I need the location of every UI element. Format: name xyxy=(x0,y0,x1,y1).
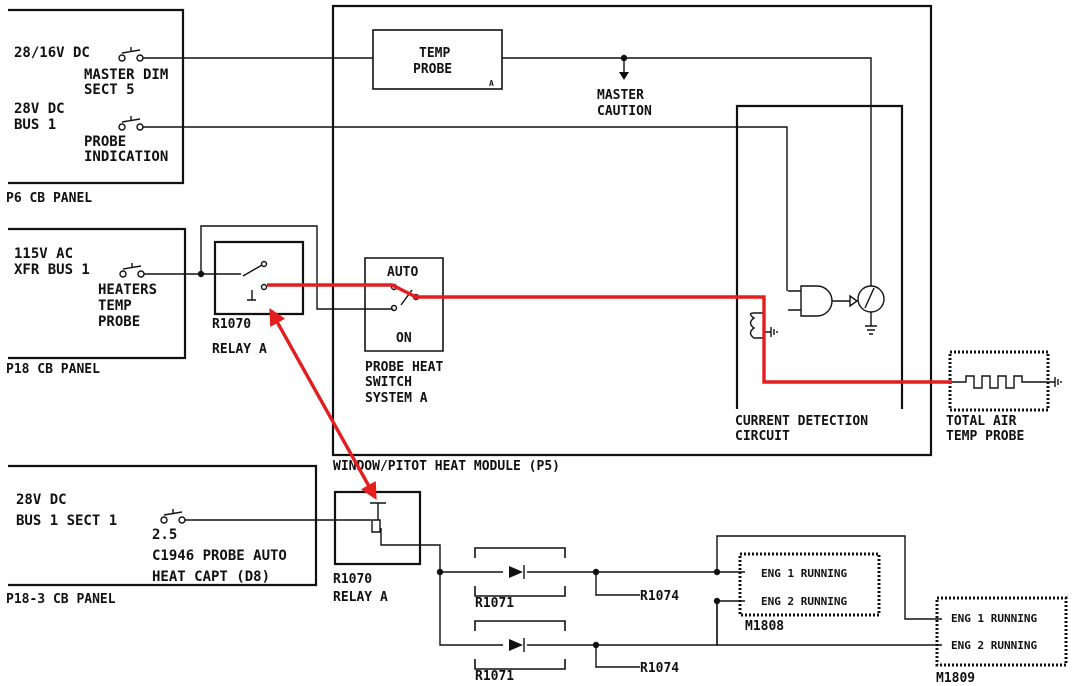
switch-auto-label: AUTO xyxy=(387,265,418,280)
highlighted-heat-path xyxy=(267,283,952,500)
temp-probe-box: TEMP PROBE A xyxy=(372,29,503,90)
cdc-label-line2: CIRCUIT xyxy=(735,429,790,444)
diode-group-upper: R1071 R1074 xyxy=(474,547,679,611)
diode-group-lower: R1071 R1074 xyxy=(474,620,679,684)
tat-probe-label-line1: TOTAL AIR xyxy=(946,414,1017,429)
diode-lower-label: R1071 xyxy=(475,669,514,684)
p18-source-line2: XFR BUS 1 xyxy=(14,262,90,278)
p6-cb1-label-line2: SECT 5 xyxy=(84,82,135,98)
m1809-module: ENG 1 RUNNING ENG 2 RUNNING M1809 xyxy=(935,596,1068,686)
heater-element-icon xyxy=(950,375,1055,389)
diode-upper-icon xyxy=(509,566,523,578)
switch-on-label: ON xyxy=(396,331,412,346)
p18-cb-label-line2: TEMP xyxy=(98,298,132,314)
p18-3-cb-rating: 2.5 xyxy=(152,527,177,543)
p18-3-cb-panel: 28V DC BUS 1 SECT 1 2.5 C1946 PROBE AUTO… xyxy=(6,464,318,607)
p6-cb2-label-line2: INDICATION xyxy=(84,149,168,165)
diode-upper-label: R1071 xyxy=(475,596,514,611)
resistor-lower-label: R1074 xyxy=(640,661,679,676)
p6-source1-label: 28/16V DC xyxy=(14,45,90,61)
p6-panel-label: P6 CB PANEL xyxy=(6,191,92,206)
relay-link-arrow-icon xyxy=(269,308,377,500)
temp-probe-tag: A xyxy=(489,79,494,88)
diode-lower-icon xyxy=(509,639,523,651)
p18-cb-label-line3: PROBE xyxy=(98,314,140,330)
temp-probe-label-line2: PROBE xyxy=(413,62,452,77)
current-sense-coil-icon xyxy=(749,312,778,339)
module-label: WINDOW/PITOT HEAT MODULE (P5) xyxy=(333,459,560,474)
probe-auto-heat-breaker-icon xyxy=(160,509,186,524)
p18-cb-panel: 115V AC XFR BUS 1 HEATERS TEMP PROBE P18… xyxy=(6,227,187,377)
resistor-upper-label: R1074 xyxy=(640,589,679,604)
caution-relay-icon xyxy=(849,285,885,335)
probe-indication-breaker-icon xyxy=(118,116,144,131)
and-gate-icon xyxy=(800,285,833,317)
master-dim-breaker-icon xyxy=(118,47,144,62)
p18-panel-label: P18 CB PANEL xyxy=(6,362,100,377)
cdc-label-line1: CURRENT DETECTION xyxy=(735,414,868,429)
switch-label-line1: PROBE HEAT xyxy=(365,360,443,375)
m1808-module: ENG 1 RUNNING ENG 2 RUNNING M1808 xyxy=(738,552,881,634)
temp-probe-label-line1: TEMP xyxy=(419,46,450,61)
p18-3-cb-label-line2: HEAT CAPT (D8) xyxy=(152,569,270,585)
p6-cb2-label-line1: PROBE xyxy=(84,134,126,150)
current-detection-circuit: CURRENT DETECTION CIRCUIT xyxy=(735,104,904,444)
master-caution-node: MASTER CAUTION xyxy=(597,54,652,119)
p6-cb-panel: 28/16V DC MASTER DIM SECT 5 28V DC BUS 1… xyxy=(6,8,185,206)
p18-3-source-line2: BUS 1 SECT 1 xyxy=(16,513,117,529)
relay-a-top: R1070 RELAY A xyxy=(212,240,305,357)
p18-source-line1: 115V AC xyxy=(14,246,73,262)
p18-cb-label-line1: HEATERS xyxy=(98,282,157,298)
relay-a-bottom: R1070 RELAY A xyxy=(333,490,422,605)
relay-a-bottom-id: R1070 xyxy=(333,572,372,587)
p6-cb1-label-line1: MASTER DIM xyxy=(84,67,168,83)
relay-a-top-id: R1070 xyxy=(212,317,251,332)
m1808-id: M1808 xyxy=(745,619,784,634)
total-air-temp-probe: TOTAL AIR TEMP PROBE xyxy=(946,350,1062,444)
master-caution-line1: MASTER xyxy=(597,88,644,103)
relay-a-bottom-name: RELAY A xyxy=(333,590,388,605)
m1808-eng2: ENG 2 RUNNING xyxy=(761,595,847,608)
p6-source2-line1: 28V DC xyxy=(14,101,65,117)
relay-a-bottom-coil-icon xyxy=(370,502,386,533)
p18-3-panel-label: P18-3 CB PANEL xyxy=(6,592,116,607)
p6-source2-line2: BUS 1 xyxy=(14,117,56,133)
switch-label-line3: SYSTEM A xyxy=(365,391,428,406)
switch-label-line2: SWITCH xyxy=(365,375,412,390)
m1809-id: M1809 xyxy=(936,671,975,686)
master-caution-line2: CAUTION xyxy=(597,104,652,119)
probe-heat-switch: AUTO ON PROBE HEAT SWITCH SYSTEM A xyxy=(364,257,444,406)
tat-probe-label-line2: TEMP PROBE xyxy=(946,429,1024,444)
m1809-eng2: ENG 2 RUNNING xyxy=(951,639,1037,652)
relay-a-top-contact-icon xyxy=(242,260,268,301)
relay-a-top-name: RELAY A xyxy=(212,342,267,357)
heaters-temp-probe-breaker-icon xyxy=(119,263,145,278)
p18-3-cb-label-line1: C1946 PROBE AUTO xyxy=(152,548,287,564)
p18-3-source-line1: 28V DC xyxy=(16,492,67,508)
m1809-eng1: ENG 1 RUNNING xyxy=(951,612,1037,625)
wiring xyxy=(143,57,945,668)
m1808-eng1: ENG 1 RUNNING xyxy=(761,567,847,580)
window-pitot-heat-module: WINDOW/PITOT HEAT MODULE (P5) TEMP PROBE… xyxy=(331,4,933,474)
